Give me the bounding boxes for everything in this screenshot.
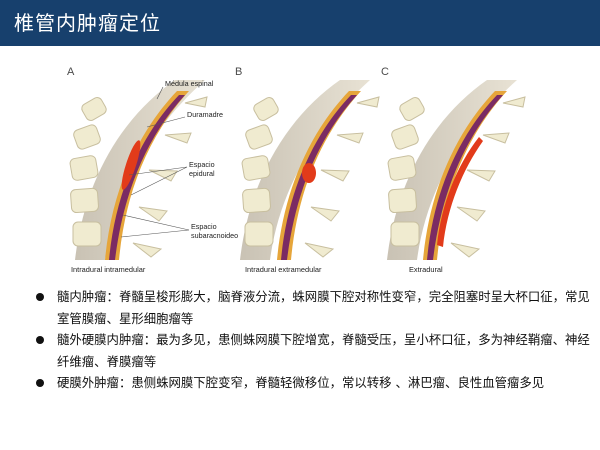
label-espacio-epidural-1: Espacio bbox=[189, 160, 215, 169]
callout-line-medula bbox=[156, 86, 164, 100]
spinous-process bbox=[132, 242, 163, 258]
spinous-processes-b bbox=[304, 96, 380, 258]
label-espacio-subaracnoideo-2: subaracnoideo bbox=[191, 231, 238, 240]
panel-letter-c: C bbox=[381, 66, 389, 78]
posterior-tissue-b bbox=[240, 80, 370, 260]
vertebra bbox=[399, 97, 425, 121]
spinal-cord-b bbox=[281, 95, 357, 260]
bullet-item-intramedullary: 髓内肿瘤：脊髓呈梭形膨大，脑脊液分流，蛛网膜下腔对称性变窄，完全阻塞时呈大杯口征… bbox=[36, 286, 592, 329]
vertebra bbox=[241, 155, 271, 181]
bullet-text: 髓内肿瘤：脊髓呈梭形膨大，脑脊液分流，蛛网膜下腔对称性变窄，完全阻塞时呈大杯口征… bbox=[57, 289, 590, 326]
spinous-process bbox=[320, 169, 350, 182]
spinous-process bbox=[138, 206, 168, 222]
posterior-tissue-a bbox=[75, 80, 205, 260]
spinous-process bbox=[482, 132, 510, 144]
spinal-cord-c bbox=[427, 95, 503, 260]
bullet-text: 髓外硬膜内肿瘤：最为多见，患侧蛛网膜下腔增宽，脊髓受压，呈小杯口征，多为神经鞘瘤… bbox=[57, 332, 590, 369]
bullet-dot bbox=[36, 336, 44, 344]
vertebra bbox=[245, 124, 273, 150]
label-espacio-subaracnoideo-1: Espacio bbox=[191, 222, 217, 231]
vertebra bbox=[387, 155, 417, 181]
spinous-process bbox=[502, 96, 526, 108]
callout-line-duramadre bbox=[146, 116, 186, 128]
vertebra bbox=[72, 221, 102, 247]
spinous-process bbox=[336, 132, 364, 144]
vertebrae-c bbox=[387, 97, 425, 247]
vertebrae-a bbox=[69, 97, 107, 247]
page-title: 椎管内肿瘤定位 bbox=[14, 11, 161, 35]
spinal-cord-a bbox=[109, 95, 185, 260]
bullet-list: 髓内肿瘤：脊髓呈梭形膨大，脑脊液分流，蛛网膜下腔对称性变窄，完全阻塞时呈大杯口征… bbox=[36, 286, 592, 394]
callout-line-epidural-1 bbox=[128, 166, 188, 176]
tumor-b bbox=[302, 163, 316, 183]
panel-letter-a: A bbox=[67, 66, 75, 78]
spinous-process bbox=[164, 132, 192, 144]
vertebra bbox=[244, 221, 274, 247]
vertebra bbox=[391, 124, 419, 150]
vertebra bbox=[70, 187, 99, 214]
callout-line-epidural-2 bbox=[130, 166, 188, 196]
bullet-item-extradural: 硬膜外肿瘤：患侧蛛网膜下腔变窄，脊髓轻微移位，常以转移 、淋巴瘤、良性血管瘤多见 bbox=[36, 372, 592, 394]
label-espacio-epidural-2: epidural bbox=[189, 169, 215, 178]
spinous-process bbox=[466, 169, 496, 182]
callout-lines-a bbox=[120, 86, 190, 238]
spinous-processes-c bbox=[450, 96, 526, 258]
spine-illustration: A bbox=[67, 66, 526, 274]
bullet-text: 硬膜外肿瘤：患侧蛛网膜下腔变窄，脊髓轻微移位，常以转移 、淋巴瘤、良性血管瘤多见 bbox=[57, 375, 545, 390]
vertebra bbox=[81, 97, 107, 121]
vertebra bbox=[73, 124, 101, 150]
panel-a: A bbox=[67, 66, 238, 274]
spinous-process bbox=[356, 96, 380, 108]
panel-letter-b: B bbox=[235, 66, 242, 78]
panel-b: B Intradural extramedular bbox=[235, 66, 380, 274]
callout-line-subarac-1 bbox=[122, 214, 190, 231]
posterior-tissue-c bbox=[387, 80, 517, 260]
spinous-process bbox=[304, 242, 335, 258]
vertebra bbox=[390, 221, 420, 247]
spinous-process bbox=[310, 206, 340, 222]
vertebra bbox=[253, 97, 279, 121]
title-bar: 椎管内肿瘤定位 bbox=[0, 0, 600, 46]
bullet-item-extramedullary: 髓外硬膜内肿瘤：最为多见，患侧蛛网膜下腔增宽，脊髓受压，呈小杯口征，多为神经鞘瘤… bbox=[36, 329, 592, 372]
vertebra bbox=[242, 187, 271, 214]
vertebra bbox=[388, 187, 417, 214]
bullet-dot bbox=[36, 293, 44, 301]
caption-a: Intradural intramedular bbox=[71, 265, 146, 274]
vertebrae-b bbox=[241, 97, 279, 247]
spinous-process bbox=[184, 96, 208, 108]
bullet-dot bbox=[36, 379, 44, 387]
callout-line-subarac-2 bbox=[120, 229, 190, 238]
panel-c: C Extradural bbox=[381, 66, 526, 274]
caption-b: Intradural extramedular bbox=[245, 265, 322, 274]
tumor-c bbox=[437, 137, 483, 247]
vertebra bbox=[69, 155, 99, 181]
tumor-a bbox=[121, 140, 141, 190]
spinous-process bbox=[450, 242, 481, 258]
label-duramadre: Duramadre bbox=[187, 110, 223, 119]
spinous-process bbox=[456, 206, 486, 222]
caption-c: Extradural bbox=[409, 265, 443, 274]
spine-figure: A bbox=[65, 55, 535, 280]
label-medula-espinal: Médula espinal bbox=[165, 79, 214, 88]
